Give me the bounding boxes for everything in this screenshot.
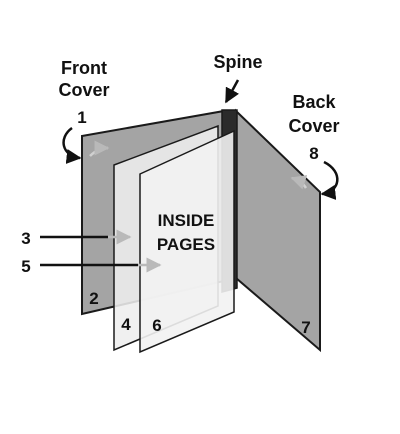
page-number-3: 3 (21, 229, 30, 248)
spine-pointer-arrow-icon (224, 79, 240, 104)
page-8-turn-arrow-icon (290, 175, 308, 190)
inside-pages-label-line1: INSIDE (158, 211, 215, 230)
page-number-6: 6 (152, 316, 161, 335)
page-number-5: 5 (21, 257, 30, 276)
page-number-7: 7 (301, 318, 310, 337)
curved-arrow-back-icon (320, 160, 339, 200)
page-number-4: 4 (121, 315, 131, 334)
inside-pages-label-line2: PAGES (157, 235, 215, 254)
back-cover-label-line1: Back (292, 92, 336, 112)
back-cover (235, 108, 321, 353)
page-number-1: 1 (77, 108, 86, 127)
inside-page-sheet-front (139, 129, 235, 354)
page-number-8: 8 (309, 144, 318, 163)
curved-arrow-front-icon (62, 126, 82, 164)
spine-label: Spine (213, 52, 262, 72)
front-cover-label-line2: Cover (58, 80, 109, 100)
front-cover-label-line1: Front (61, 58, 107, 78)
page-1-turn-arrow-icon (89, 140, 110, 157)
back-cover-label-line2: Cover (288, 116, 339, 136)
page-number-2: 2 (89, 289, 98, 308)
